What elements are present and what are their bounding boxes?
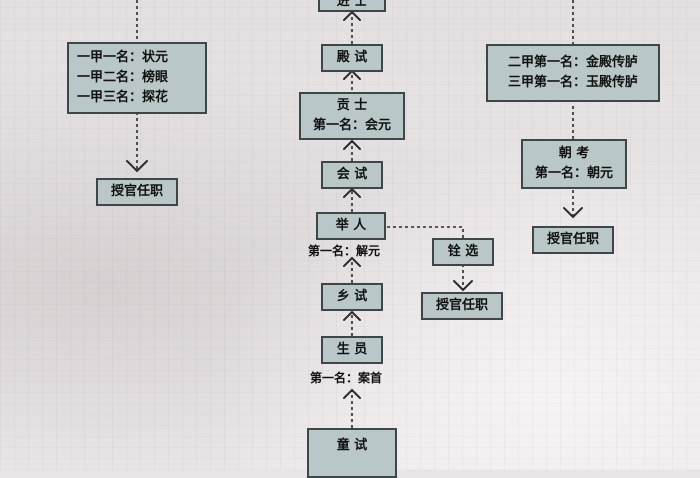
node-shengyuan-label: 生 员	[336, 342, 368, 357]
sanjia-first: 三甲第一名：玉殿传胪	[507, 75, 638, 90]
yijia-tanhua: 一甲三名：探花	[77, 90, 169, 105]
node-chaokao: 朝 考 第一名：朝元	[521, 139, 627, 189]
chevron-down-icon	[126, 160, 148, 173]
shengyuan-first-label: 第一名：案首	[310, 371, 383, 385]
node-juren-label: 举 人	[335, 218, 367, 233]
node-xiangshi: 乡 试	[321, 283, 383, 311]
juren-first-label: 第一名：解元	[308, 244, 381, 258]
chevron-up-icon	[343, 256, 361, 267]
node-yijia: 一甲一名：状元 一甲二名：榜眼 一甲三名：探花	[67, 42, 207, 114]
erjia-first: 二甲第一名：金殿传胪	[507, 55, 638, 70]
node-dianshi-label: 殿 试	[336, 50, 368, 65]
chevron-up-icon	[343, 187, 361, 198]
node-jinshi-partial: 进 士	[318, 0, 386, 12]
node-chaokao-title: 朝 考	[558, 146, 590, 161]
node-xiangshi-label: 乡 试	[336, 289, 368, 304]
node-gongshi-first: 第一名：会元	[312, 118, 391, 133]
yijia-bangyan: 一甲二名：榜眼	[77, 70, 169, 85]
line-juren-quanxuan	[387, 226, 464, 238]
node-quanxuan-official: 授官任职	[421, 292, 503, 320]
chevron-up-icon	[343, 10, 361, 21]
chevron-up-icon	[343, 388, 361, 399]
chevron-up-icon	[343, 310, 361, 321]
node-chaokao-first: 第一名：朝元	[534, 166, 613, 181]
node-yijia-official-label: 授官任职	[110, 184, 163, 199]
chevron-down-icon	[453, 280, 473, 292]
node-quanxuan-official-label: 授官任职	[435, 298, 488, 313]
node-chaokao-official: 授官任职	[532, 226, 614, 254]
node-gongshi: 贡 士 第一名：会元	[299, 92, 405, 140]
chevron-up-icon	[343, 139, 361, 150]
node-erjia: 二甲第一名：金殿传胪 三甲第一名：玉殿传胪	[486, 44, 660, 102]
node-jinshi-label: 进 士	[336, 0, 368, 9]
chevron-down-icon	[563, 207, 583, 219]
node-huishi-label: 会 试	[336, 167, 368, 182]
node-tongshi-label: 童 试	[336, 438, 368, 453]
yijia-zhuangyuan: 一甲一名：状元	[77, 50, 169, 65]
node-yijia-official: 授官任职	[96, 178, 178, 206]
node-quanxuan: 铨 选	[432, 238, 494, 266]
node-juren: 举 人	[316, 212, 386, 240]
node-dianshi: 殿 试	[321, 44, 383, 72]
node-shengyuan: 生 员	[321, 336, 383, 364]
node-quanxuan-label: 铨 选	[447, 244, 479, 259]
node-chaokao-official-label: 授官任职	[546, 232, 599, 247]
node-gongshi-title: 贡 士	[336, 98, 368, 113]
node-tongshi: 童 试	[307, 428, 397, 478]
node-huishi: 会 试	[321, 161, 383, 189]
